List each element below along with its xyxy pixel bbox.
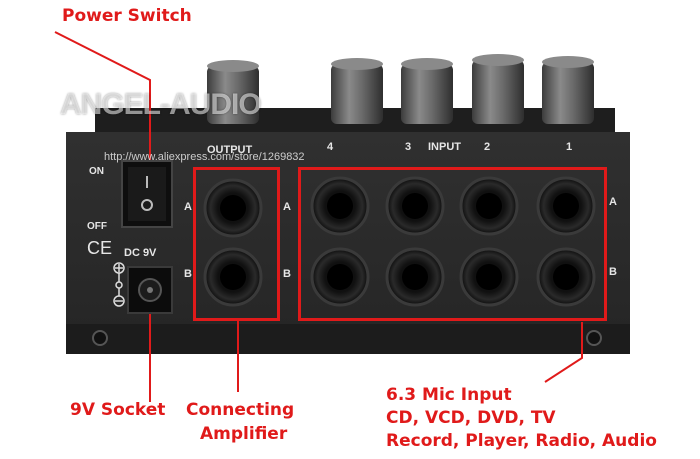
row-a-label-mid: A — [283, 201, 291, 213]
leader-lines — [54, 31, 583, 402]
connecting-callout-line2: Amplifier — [200, 424, 288, 444]
jack-input-2a-icon — [459, 176, 519, 236]
mic-input-callout-line2: CD, VCD, DVD, TV — [386, 408, 556, 428]
power-switch-icon — [121, 160, 173, 228]
store-url-watermark: http://www.aliexpress.com/store/1269832 — [104, 151, 305, 163]
ce-mark: CE — [87, 238, 113, 258]
screw-left-icon — [92, 330, 108, 346]
jack-input-1b-icon — [536, 247, 596, 307]
row-b-label-mid: B — [283, 268, 291, 280]
screw-right-icon — [586, 330, 602, 346]
panel-base — [66, 324, 630, 354]
leader-power-switch — [54, 31, 151, 160]
dc-9v-label: DC 9V — [124, 247, 157, 259]
input-label: INPUT — [428, 141, 461, 153]
brand-watermark: ANGEL-AUDIO — [60, 88, 262, 121]
input-highlight-box — [298, 167, 607, 321]
knob-channel-1-icon — [542, 56, 594, 124]
jack-input-4a-icon — [310, 176, 370, 236]
mic-input-callout-line1: 6.3 Mic Input — [386, 385, 512, 405]
leader-mic-input — [544, 322, 583, 383]
knob-channel-2-icon — [472, 54, 524, 124]
9v-socket-callout: 9V Socket — [70, 400, 166, 420]
knob-channel-3-icon — [401, 58, 453, 124]
row-a-label-right: A — [609, 196, 617, 208]
off-label: OFF — [87, 221, 107, 232]
row-b-label-left: B — [184, 268, 192, 280]
jack-input-1a-icon — [536, 176, 596, 236]
row-a-label-left: A — [184, 201, 192, 213]
jack-input-3a-icon — [385, 176, 445, 236]
connecting-callout-line1: Connecting — [186, 400, 295, 420]
on-label: ON — [89, 166, 104, 177]
jack-input-4b-icon — [310, 247, 370, 307]
dc-socket-icon — [127, 266, 173, 314]
jack-input-3b-icon — [385, 247, 445, 307]
knob-output-icon — [207, 60, 259, 124]
output-label: OUTPUT — [207, 144, 253, 156]
channel-2-label: 2 — [484, 141, 491, 153]
mic-input-callout-line3: Record, Player, Radio, Audio — [386, 431, 657, 451]
power-switch-callout: Power Switch — [62, 6, 192, 26]
jack-output-b-icon — [203, 247, 263, 307]
jack-output-a-icon — [203, 178, 263, 238]
row-b-label-right: B — [609, 266, 617, 278]
jack-input-2b-icon — [459, 247, 519, 307]
channel-1-label: 1 — [566, 141, 573, 153]
knob-channel-4-icon — [331, 58, 383, 124]
polarity-icon — [113, 262, 125, 307]
channel-3-label: 3 — [405, 141, 412, 153]
channel-4-label: 4 — [327, 141, 334, 153]
output-highlight-box — [193, 167, 280, 321]
